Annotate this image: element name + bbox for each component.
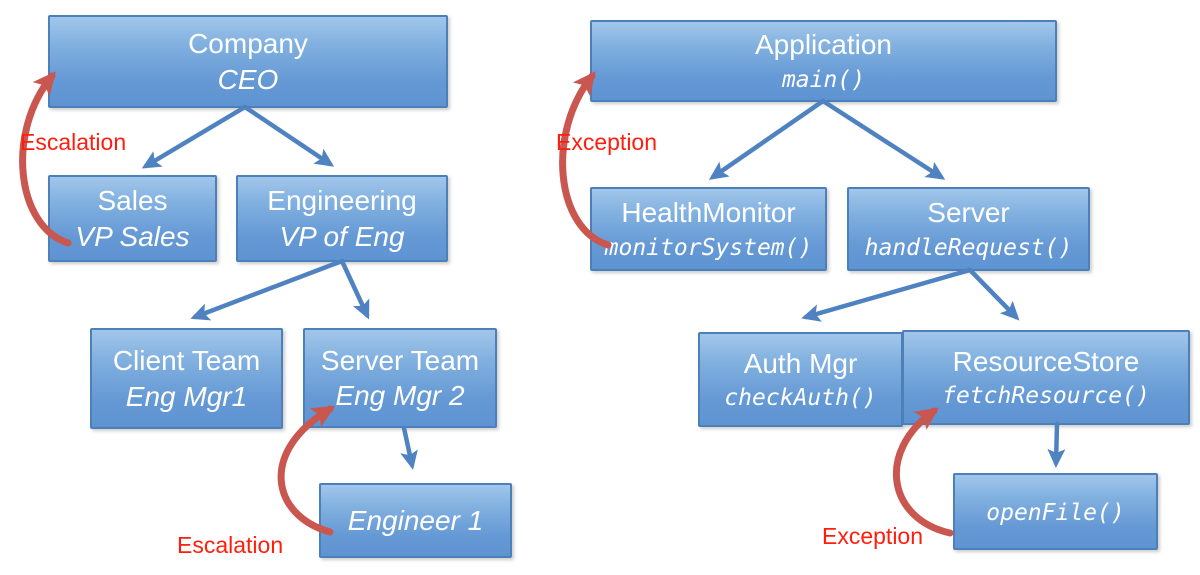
escalation-label-bottom: Escalation [177, 532, 284, 558]
arrow-serverteam-to-engineer1 [400, 425, 418, 470]
node-open-file-subtitle: openFile() [986, 499, 1125, 526]
node-resource-store-subtitle: fetchResource() [942, 383, 1150, 410]
node-engineering: Engineering VP of Eng [236, 175, 448, 262]
node-open-file: openFile() [953, 473, 1158, 550]
node-resource-store: ResourceStore fetchResource() [902, 330, 1190, 425]
node-server: Server handleRequest() [847, 187, 1090, 271]
node-health-monitor-title: HealthMonitor [621, 197, 796, 229]
node-engineer-1-subtitle: Engineer 1 [347, 504, 484, 536]
node-client-team-subtitle: Eng Mgr1 [125, 380, 248, 412]
node-server-subtitle: handleRequest() [864, 234, 1073, 261]
node-auth-mgr-subtitle: checkAuth() [724, 385, 877, 412]
arrow-application-to-server [820, 98, 946, 180]
exception-arrow-openfile-to-resourcestore [893, 407, 954, 537]
node-engineering-subtitle: VP of Eng [279, 220, 405, 252]
arrow-company-to-sales [141, 104, 248, 169]
arrow-engineering-to-serverteam [339, 258, 370, 320]
node-sales-title: Sales [97, 185, 168, 217]
node-health-monitor: HealthMonitor monitorSystem() [590, 187, 827, 271]
node-application-title: Application [755, 29, 892, 61]
exception-label-bottom: Exception [822, 523, 924, 549]
node-health-monitor-subtitle: monitorSystem() [604, 234, 813, 261]
arrow-engineering-to-client [190, 258, 345, 321]
arrow-server-to-authmgr [801, 267, 973, 322]
node-client-team-title: Client Team [112, 345, 261, 377]
exception-label-top: Exception [556, 129, 658, 155]
arrow-resourcestore-to-openfile [1047, 421, 1066, 468]
arrow-company-to-engineering [242, 104, 335, 167]
node-application-subtitle: main() [781, 66, 866, 93]
node-auth-mgr-title: Auth Mgr [743, 347, 858, 379]
node-sales-subtitle: VP Sales [75, 220, 190, 252]
arrow-server-to-resourcestore [967, 267, 1020, 321]
node-resource-store-title: ResourceStore [952, 345, 1140, 377]
escalation-label-top: Escalation [20, 129, 127, 155]
node-company-subtitle: CEO [217, 63, 279, 95]
node-engineering-title: Engineering [267, 185, 417, 217]
node-application: Application main() [590, 20, 1057, 102]
arrow-application-to-healthmonitor [708, 98, 826, 180]
node-engineer-1: Engineer 1 [319, 483, 512, 558]
node-sales: Sales VP Sales [48, 175, 217, 262]
node-server-team-title: Server Team [320, 344, 480, 376]
node-company: Company CEO [48, 15, 448, 108]
node-server-team: Server Team Eng Mgr 2 [303, 328, 497, 428]
node-client-team: Client Team Eng Mgr1 [90, 328, 283, 429]
node-auth-mgr: Auth Mgr checkAuth() [698, 332, 903, 427]
node-server-team-subtitle: Eng Mgr 2 [335, 380, 465, 411]
node-company-title: Company [188, 28, 308, 60]
node-server-title: Server [927, 197, 1010, 229]
